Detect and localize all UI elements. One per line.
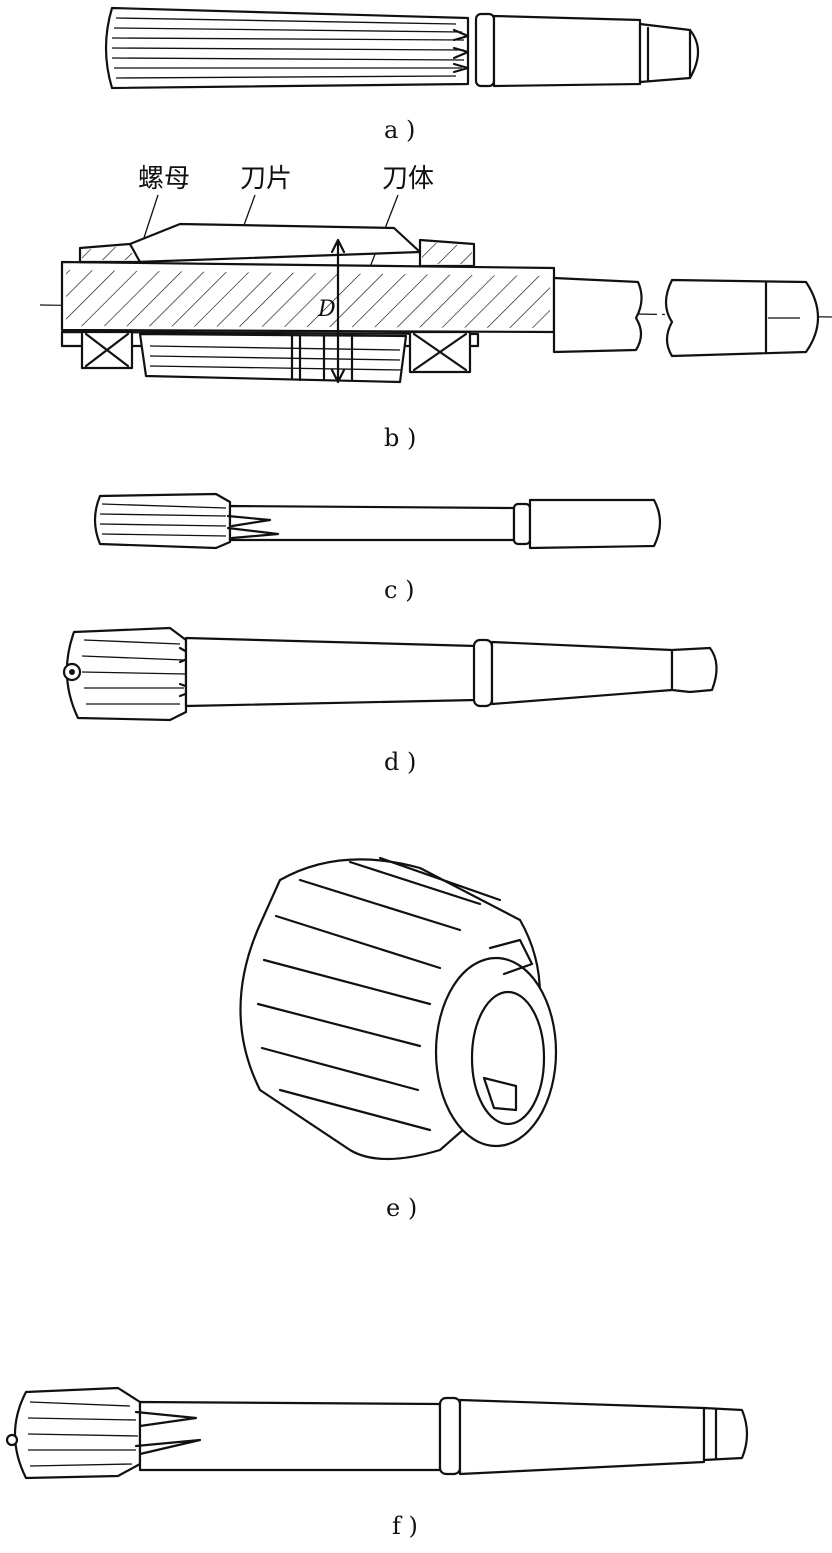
figure-d-taper-reamer: d ) (62, 626, 718, 776)
figure-c-reamer: c ) (93, 492, 662, 604)
caption-d: d ) (384, 748, 416, 776)
figure-f-long-reamer: f ) (5, 1386, 749, 1540)
caption-c: c ) (384, 576, 414, 604)
figure-b-adjustable-reamer: 螺母 刀片 刀体 D b ) (39, 164, 832, 452)
dimension-D: D (317, 297, 336, 322)
caption-b: b ) (384, 424, 416, 452)
caption-f: f ) (392, 1512, 418, 1540)
figure-e-shell-reamer: e ) (239, 856, 558, 1222)
label-nut: 螺母 (138, 164, 190, 194)
figure-e-flutes (256, 856, 502, 1132)
caption-e: e ) (386, 1194, 417, 1222)
caption-a: a ) (384, 116, 415, 144)
dimension-arrow-D (330, 238, 346, 384)
figure-a-reamer: a ) (104, 6, 700, 144)
label-blade: 刀片 (240, 164, 292, 194)
label-body: 刀体 (382, 164, 434, 194)
figure-a-flutes (111, 17, 470, 79)
